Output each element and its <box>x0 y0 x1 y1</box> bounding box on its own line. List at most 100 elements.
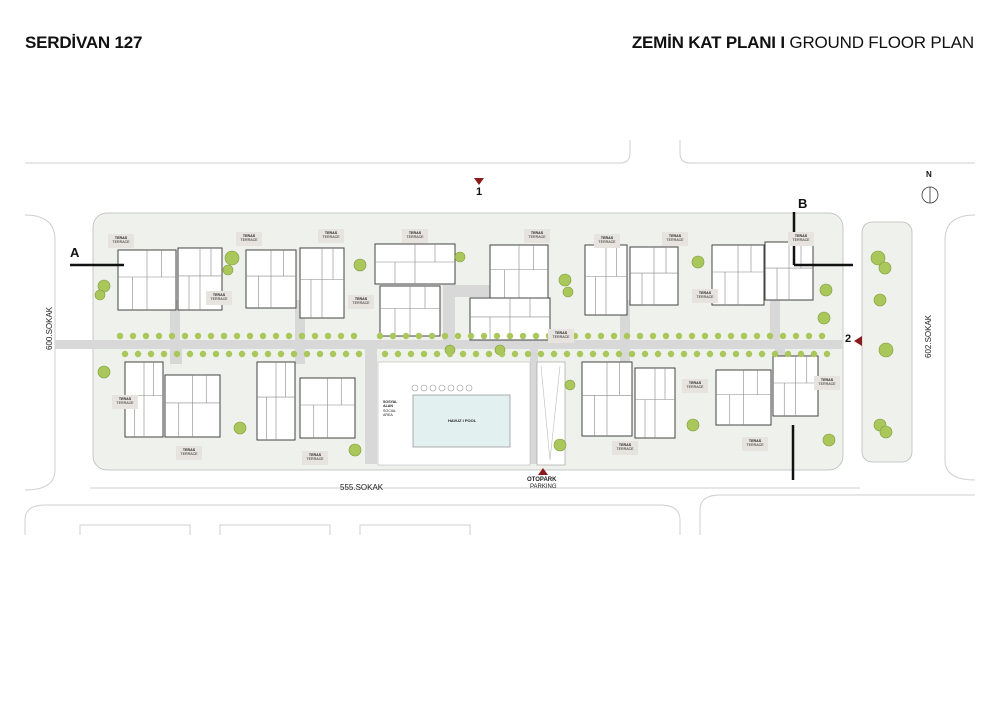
terrace-label-tr: TERAS <box>118 397 132 401</box>
sunbed-icon <box>429 384 437 392</box>
hedge-shrub-icon <box>662 332 670 340</box>
street-west: 600.SOKAK <box>45 306 54 350</box>
terrace-label-en: TERRACE <box>116 401 134 406</box>
apartment-block <box>299 247 345 319</box>
tree-icon <box>878 261 892 275</box>
hedge-shrub-icon <box>311 332 319 340</box>
hedge-shrub-icon <box>402 332 410 340</box>
terrace-label-tr: TERAS <box>242 234 256 238</box>
hedge-shrub-icon <box>485 350 493 358</box>
hedge-shrub-icon <box>628 350 636 358</box>
hedge-shrub-icon <box>272 332 280 340</box>
hedge-shrub-icon <box>810 350 818 358</box>
social-tr1: SOSYAL <box>383 400 398 404</box>
terrace-label-en: TERRACE <box>528 235 546 240</box>
apartment-block <box>117 249 177 311</box>
hedge-shrub-icon <box>251 350 259 358</box>
terrace-label-en: TERRACE <box>666 238 684 243</box>
tree-icon <box>879 425 893 439</box>
apartment-block <box>299 377 356 439</box>
hedge-shrub-icon <box>740 332 748 340</box>
pool <box>412 394 511 448</box>
terrace-label-tr: TERAS <box>324 231 338 235</box>
hedge-shrub-icon <box>602 350 610 358</box>
sunbed-icon <box>438 384 446 392</box>
neighbor-lots <box>79 524 471 535</box>
hedge-shrub-icon <box>524 350 532 358</box>
hedge-shrub-icon <box>381 350 389 358</box>
hedge-shrub-icon <box>168 332 176 340</box>
terrace-label-tr: TERAS <box>554 331 568 335</box>
hedge-shrub-icon <box>376 332 384 340</box>
hedge-shrub-icon <box>298 332 306 340</box>
street-east: 602.SOKAK <box>924 314 933 358</box>
tree-icon <box>873 293 887 307</box>
hedge-shrub-icon <box>480 332 488 340</box>
terrace-label-en: TERRACE <box>112 240 130 245</box>
hedge-shrub-icon <box>415 332 423 340</box>
road-edge-west <box>24 214 56 491</box>
hedge-shrub-icon <box>454 332 462 340</box>
hedge-shrub-icon <box>259 332 267 340</box>
terrace-label-en: TERRACE <box>696 295 714 300</box>
hedge-shrub-icon <box>134 350 142 358</box>
hedge-shrub-icon <box>532 332 540 340</box>
terrace-label-en: TERRACE <box>686 385 704 390</box>
walkway <box>365 349 377 464</box>
hedge-shrub-icon <box>199 350 207 358</box>
parking-label-tr: OTOPARK <box>527 477 557 483</box>
hedge-shrub-icon <box>563 350 571 358</box>
hedge-shrub-icon <box>610 332 618 340</box>
terrace-label-tr: TERAS <box>698 291 712 295</box>
tree-icon <box>878 342 894 358</box>
hedge-shrub-icon <box>420 350 428 358</box>
entrance-label-1: 1 <box>476 186 483 198</box>
hedge-shrub-icon <box>459 350 467 358</box>
terrace-label-tr: TERAS <box>748 439 762 443</box>
terrace-label-en: TERRACE <box>352 301 370 306</box>
hedge-shrub-icon <box>394 350 402 358</box>
hedge-shrub-icon <box>667 350 675 358</box>
hedge-shrub-icon <box>636 332 644 340</box>
hedge-shrub-icon <box>290 350 298 358</box>
entrance-label-2: 2 <box>845 333 852 345</box>
apartment-block <box>489 244 549 301</box>
hedge-shrub-icon <box>576 350 584 358</box>
terrace-label-tr: TERAS <box>212 293 226 297</box>
terrace-label-en: TERRACE <box>322 235 340 240</box>
terrace-label-tr: TERAS <box>354 297 368 301</box>
hedge-shrub-icon <box>142 332 150 340</box>
hedge-shrub-icon <box>680 350 688 358</box>
hedge-shrub-icon <box>147 350 155 358</box>
plan-title-en: GROUND FLOOR PLAN <box>789 33 974 52</box>
hedge-shrub-icon <box>355 350 363 358</box>
sunbed-icon <box>456 384 464 392</box>
entrance-marker-2 <box>854 336 862 346</box>
hedge-shrub-icon <box>623 332 631 340</box>
hedge-shrub-icon <box>186 350 194 358</box>
terrace-label-tr: TERAS <box>308 453 322 457</box>
walkway <box>620 300 630 345</box>
hedge-shrub-icon <box>121 350 129 358</box>
hedge-shrub-icon <box>584 332 592 340</box>
walkway <box>620 349 630 364</box>
hedge-shrub-icon <box>329 350 337 358</box>
hedge-shrub-icon <box>220 332 228 340</box>
hedge-shrub-icon <box>719 350 727 358</box>
apartment-block <box>581 361 633 437</box>
hedge-shrub-icon <box>472 350 480 358</box>
hedge-shrub-icon <box>181 332 189 340</box>
hedge-shrub-icon <box>303 350 311 358</box>
hedge-shrub-icon <box>337 332 345 340</box>
terrace-label-en: TERRACE <box>792 238 810 243</box>
